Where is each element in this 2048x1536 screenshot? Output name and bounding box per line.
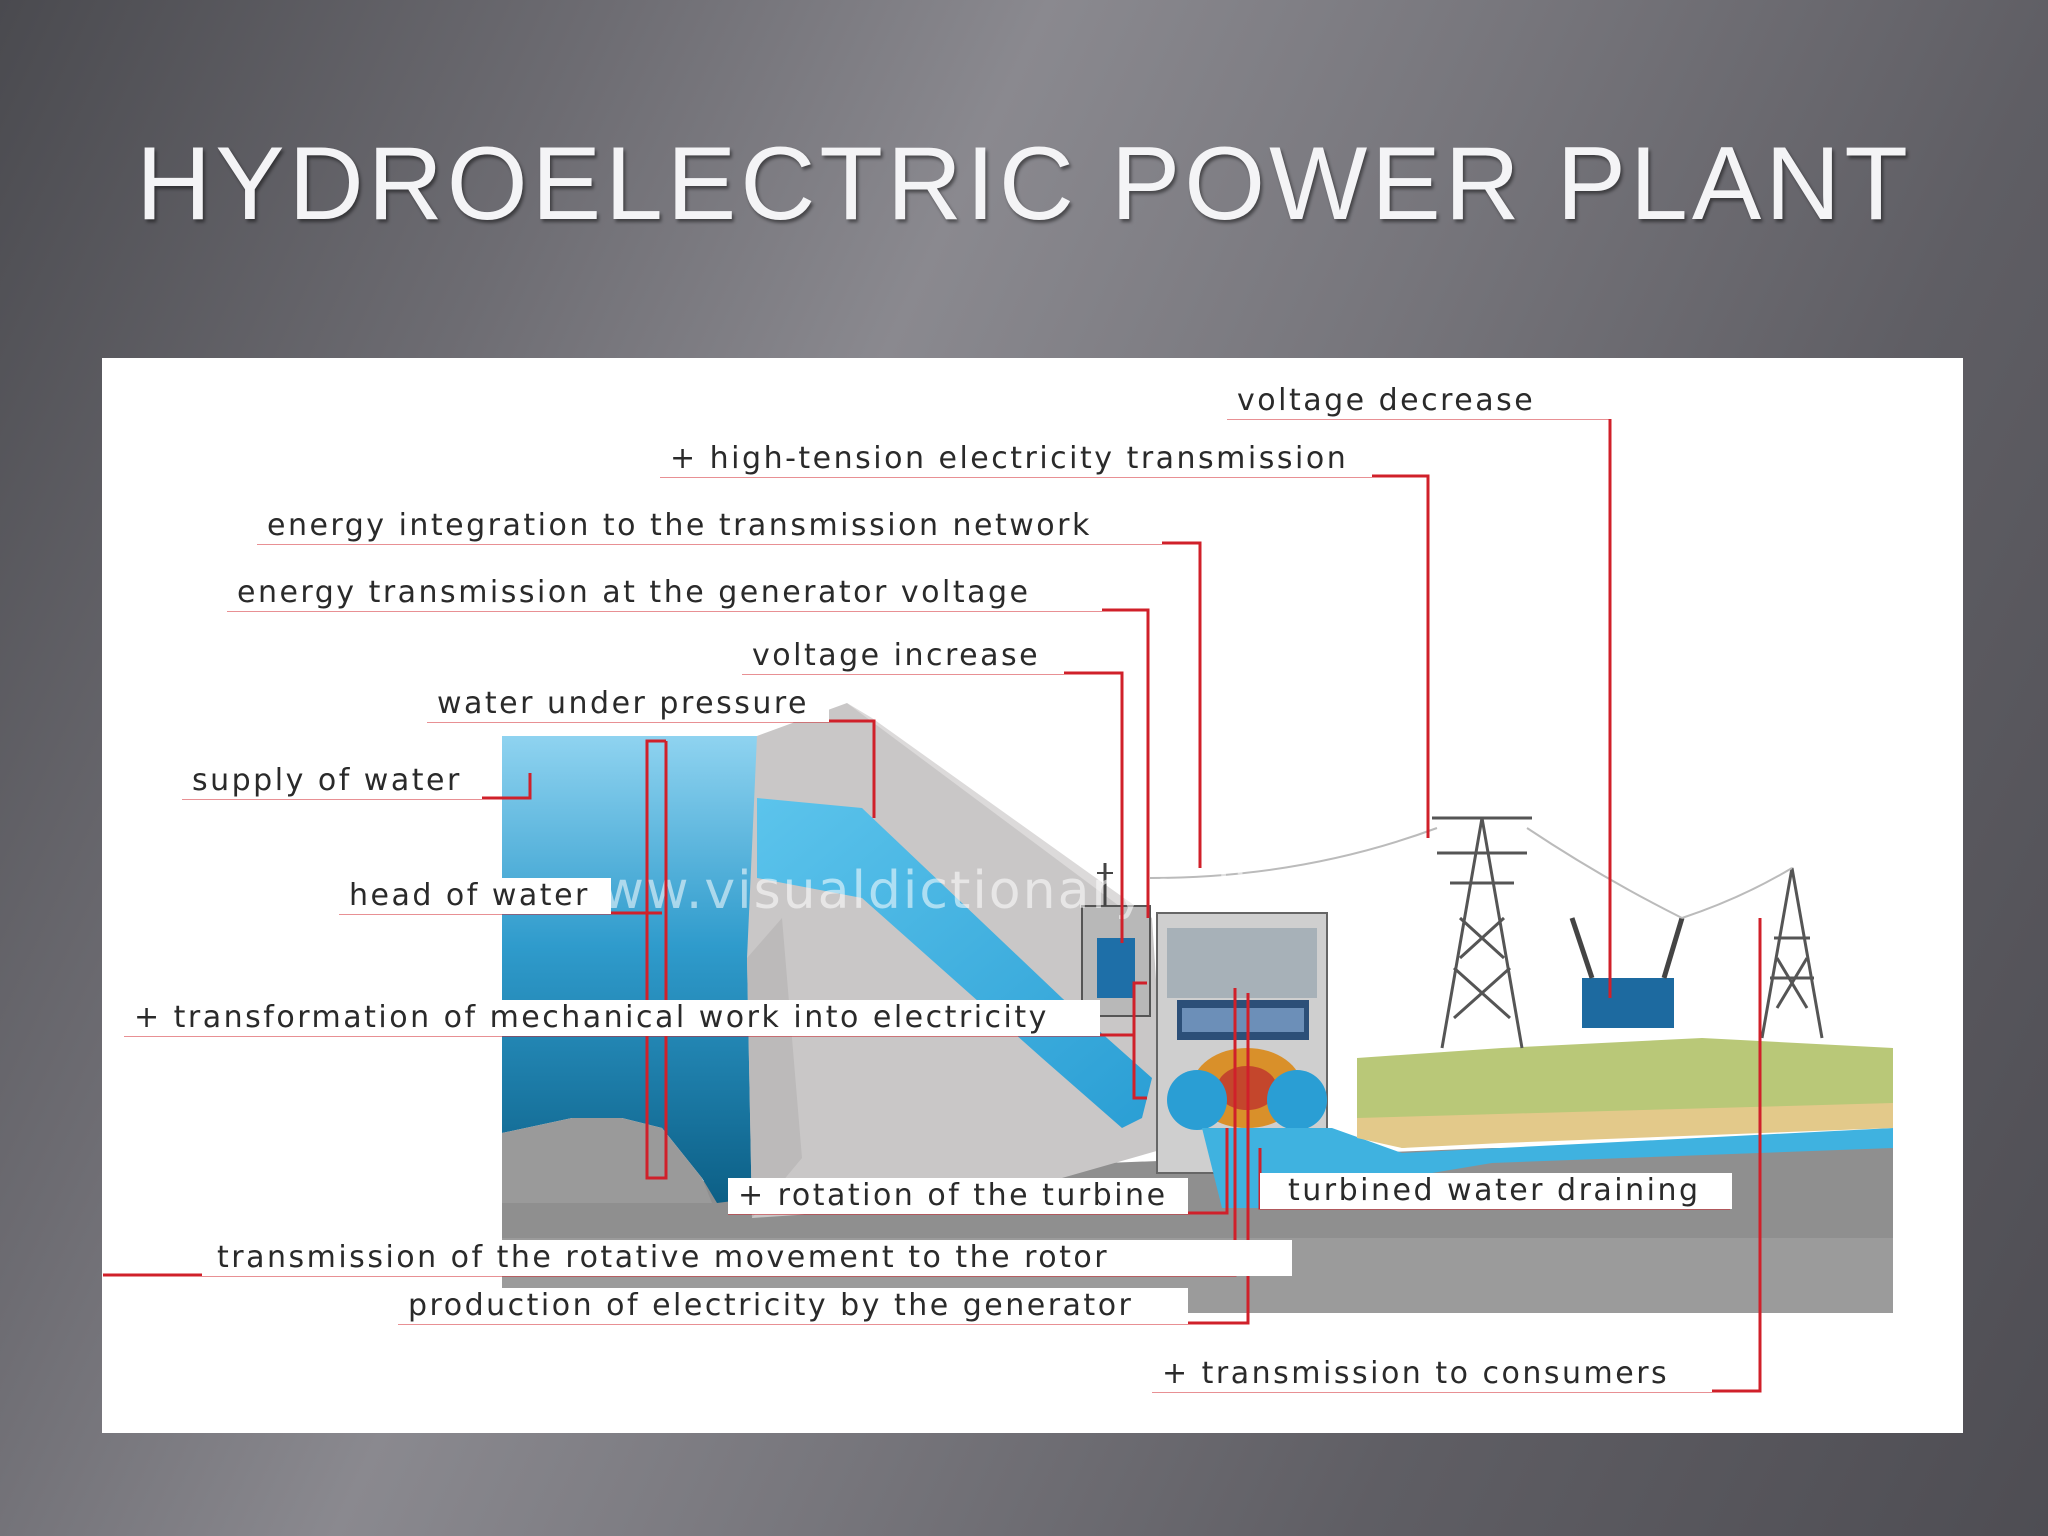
transmission-pylon-left [1432, 816, 1532, 1049]
label-head-of-water: head of water [349, 878, 590, 913]
label-turbined-water-draining: turbined water draining [1288, 1173, 1701, 1208]
label-voltage-decrease: voltage decrease [1237, 383, 1535, 418]
label-supply-of-water: supply of water [192, 763, 462, 798]
label-transmission-rotative-movement: transmission of the rotative movement to… [217, 1240, 1109, 1275]
label-voltage-increase: voltage increase [752, 638, 1040, 673]
reservoir [502, 736, 757, 1203]
label-energy-integration: energy integration to the transmission n… [267, 508, 1092, 543]
penstock [757, 798, 1152, 1128]
slide-title: HYDROELECTRIC POWER PLANT [136, 126, 1912, 242]
hydro-diagram: www.visualdictionaryonline.com voltage d… [103, 383, 1893, 1393]
diagram-labels: voltage decrease + high-tension electric… [124, 383, 1732, 1392]
step-down-transformer [1569, 917, 1685, 1028]
label-transmission-to-consumers: + transmission to consumers [1162, 1356, 1669, 1391]
label-energy-transmission-generator-voltage: energy transmission at the generator vol… [237, 575, 1030, 610]
transmission-pylon-right [1760, 867, 1824, 1039]
diagram-panel: www.visualdictionaryonline.com voltage d… [102, 358, 1963, 1433]
label-water-under-pressure: water under pressure [437, 686, 809, 721]
watermark: www.visualdictionaryonline.com [557, 861, 1454, 921]
label-transformation-mechanical-work: + transformation of mechanical work into… [134, 1000, 1049, 1035]
label-high-tension-transmission: + high-tension electricity transmission [670, 441, 1348, 476]
power-wires [1149, 827, 1793, 919]
label-rotation-of-turbine: + rotation of the turbine [738, 1178, 1168, 1213]
riverbank [1357, 1038, 1893, 1148]
label-production-of-electricity: production of electricity by the generat… [408, 1288, 1133, 1323]
